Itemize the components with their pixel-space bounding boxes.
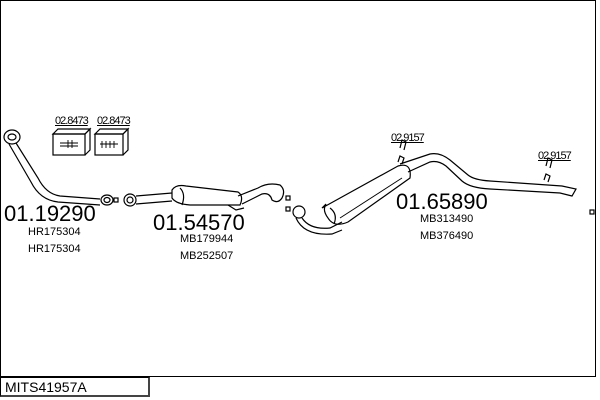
joint-marker-1 — [285, 195, 291, 201]
accessory-label: 02.9157 — [538, 150, 572, 162]
oem-number: MB313490 — [420, 213, 474, 225]
hanger-2 — [543, 173, 551, 183]
rear-pipe-inlet-flange — [292, 205, 306, 219]
rear-silencer-drawing[interactable] — [292, 139, 577, 235]
diagram-code: MITS41957A — [0, 377, 150, 397]
oem-number: MB179944 — [180, 233, 234, 245]
accessory-label: 02.8473 — [55, 115, 89, 127]
front-pipe-tube-top — [15, 142, 101, 200]
oem-number: MB376490 — [420, 230, 474, 242]
oem-number: HR175304 — [28, 243, 81, 255]
part-number[interactable]: 01.54570 — [153, 210, 245, 235]
hanger-rubber-2 — [545, 157, 553, 169]
front-pipe-drawing[interactable] — [3, 129, 119, 206]
oem-number: MB252507 — [180, 250, 234, 262]
diagram-frame — [0, 0, 596, 377]
center-pipe-drawing[interactable] — [123, 183, 285, 211]
front-pipe-flange — [3, 129, 21, 145]
hanger-1 — [397, 155, 405, 165]
part-number[interactable]: 01.65890 — [396, 189, 488, 214]
rear-silencer-body — [321, 164, 411, 225]
part-number[interactable]: 01.19290 — [4, 201, 96, 226]
joint-marker-2 — [285, 206, 291, 212]
middle-silencer-body — [171, 184, 243, 206]
accessory-box-2[interactable] — [93, 127, 130, 156]
accessory-label: 02.8473 — [97, 115, 131, 127]
front-pipe-end-flange — [100, 194, 114, 206]
oem-number: HR175304 — [28, 226, 81, 238]
accessory-label: 02.9157 — [391, 132, 425, 144]
front-pipe-tube-bottom — [8, 143, 101, 206]
joint-marker-3 — [589, 209, 595, 215]
tailpipe — [399, 153, 577, 197]
hanger-rubber-1 — [399, 139, 407, 151]
accessory-box-1[interactable] — [51, 127, 92, 156]
center-pipe-flange — [123, 193, 137, 207]
